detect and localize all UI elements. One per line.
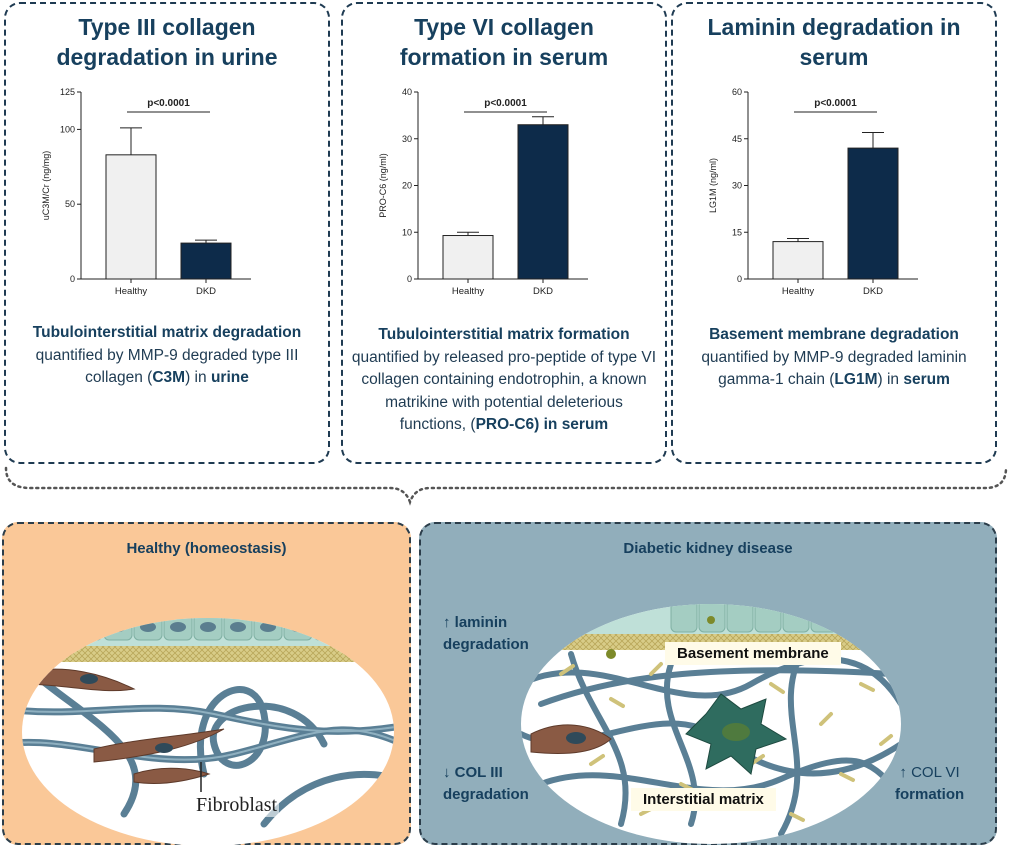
col6-formation-label: ↑ COL VI formation bbox=[895, 762, 964, 806]
y-tick-label: 45 bbox=[732, 134, 742, 144]
brace-connector bbox=[4, 466, 1008, 506]
desc-text: quantified by released pro-peptide of ty… bbox=[351, 348, 657, 434]
chart-description: Tubulointerstitial matrix formation quan… bbox=[351, 324, 657, 437]
healthy-illustration bbox=[22, 618, 394, 846]
desc-text: quantified by MMP-9 degraded laminin gam… bbox=[701, 348, 967, 389]
col3-line1: COL III bbox=[454, 764, 503, 781]
up-arrow-icon: ↑ bbox=[443, 614, 451, 631]
chart-card-c3m: Type III collagen degradation in urine 0… bbox=[4, 2, 330, 464]
laminin-degradation-label: ↑ laminin degradation bbox=[443, 612, 529, 656]
col3-degradation-label: ↓ COL III degradation bbox=[443, 762, 529, 806]
y-tick-label: 60 bbox=[732, 87, 742, 97]
col6-line1: COL VI bbox=[911, 764, 960, 781]
laminin-line2: degradation bbox=[443, 636, 529, 653]
desc-marker: PRO-C6) in serum bbox=[475, 416, 609, 433]
x-tick-label: DKD bbox=[863, 286, 883, 297]
desc-heading: Tubulointerstitial matrix degradation bbox=[32, 324, 302, 341]
chart-description: Tubulointerstitial matrix degradation qu… bbox=[14, 322, 320, 390]
bar-healthy bbox=[442, 235, 494, 280]
desc-sample: serum bbox=[903, 371, 950, 388]
chart-title: Type III collagen degradation in urine bbox=[6, 12, 328, 72]
y-tick-label: 40 bbox=[402, 87, 412, 97]
y-tick-label: 0 bbox=[70, 274, 75, 284]
down-arrow-icon: ↓ bbox=[443, 764, 451, 781]
bar-dkd bbox=[517, 124, 569, 280]
desc-text: quantified by MMP-9 degraded type III co… bbox=[35, 346, 299, 387]
y-tick-label: 15 bbox=[732, 227, 742, 237]
desc-text2: ) in bbox=[185, 369, 211, 386]
x-tick-label: Healthy bbox=[115, 286, 147, 297]
bar-healthy bbox=[105, 154, 157, 280]
chart-title-line2: formation in serum bbox=[399, 44, 609, 70]
y-tick-label: 30 bbox=[402, 134, 412, 144]
desc-text2: ) in bbox=[877, 371, 904, 388]
basement-membrane-label: Basement membrane bbox=[665, 642, 841, 665]
chart-title: Laminin degradation in serum bbox=[673, 12, 995, 72]
col3-line2: degradation bbox=[443, 786, 529, 803]
healthy-panel: Healthy (homeostasis) bbox=[2, 522, 411, 846]
chart-description: Basement membrane degradation quantified… bbox=[681, 324, 987, 392]
chart-c3m: 0 50 100 125 uC3M/Cr (ng/mg) Healthy DKD p<0.00… bbox=[41, 87, 251, 297]
x-tick-label: Healthy bbox=[782, 286, 814, 297]
bar-dkd bbox=[180, 242, 232, 280]
y-axis-label: uC3M/Cr (ng/mg) bbox=[41, 151, 51, 221]
chart-title: Type VI collagen formation in serum bbox=[343, 12, 665, 72]
desc-marker: LG1M bbox=[834, 371, 878, 388]
desc-heading: Basement membrane degradation bbox=[709, 326, 959, 343]
laminin-line1: laminin bbox=[454, 614, 508, 631]
desc-heading: Tubulointerstitial matrix formation bbox=[378, 326, 630, 343]
healthy-title: Healthy (homeostasis) bbox=[126, 540, 287, 557]
desc-sample: urine bbox=[210, 369, 249, 386]
desc-marker: C3M bbox=[152, 369, 186, 386]
x-tick-label: Healthy bbox=[452, 286, 484, 297]
dkd-panel: Diabetic kidney disease bbox=[419, 522, 997, 845]
x-tick-label: DKD bbox=[533, 286, 553, 297]
p-value-label: p<0.0001 bbox=[484, 98, 527, 109]
chart-title-line2: degradation in urine bbox=[56, 44, 278, 70]
bar-healthy bbox=[772, 241, 824, 280]
chart-title-line1: Type III collagen bbox=[78, 14, 256, 40]
y-tick-label: 100 bbox=[60, 124, 75, 134]
chart-title-line1: Type VI collagen bbox=[414, 14, 594, 40]
y-tick-label: 30 bbox=[732, 181, 742, 191]
y-tick-label: 125 bbox=[60, 87, 75, 97]
bar-dkd bbox=[847, 147, 899, 280]
x-tick-label: DKD bbox=[196, 286, 216, 297]
chart-card-proc6: Type VI collagen formation in serum 0 10 2… bbox=[341, 2, 667, 464]
chart-title-line2: serum bbox=[799, 44, 869, 70]
y-tick-label: 10 bbox=[402, 227, 412, 237]
p-value-label: p<0.0001 bbox=[147, 98, 190, 109]
chart-title-line1: Laminin degradation in bbox=[707, 14, 961, 40]
y-tick-label: 50 bbox=[65, 199, 75, 209]
col6-line2: formation bbox=[895, 786, 965, 803]
p-value-label: p<0.0001 bbox=[814, 98, 857, 109]
y-tick-label: 0 bbox=[407, 274, 412, 284]
y-axis-label: PRO-C6 (ng/ml) bbox=[378, 153, 388, 218]
fibroblast-label: Fibroblast bbox=[194, 794, 280, 817]
y-tick-label: 20 bbox=[402, 181, 412, 191]
up-arrow-icon: ↑ bbox=[899, 764, 907, 781]
y-tick-label: 0 bbox=[737, 274, 742, 284]
dkd-title: Diabetic kidney disease bbox=[623, 540, 793, 557]
interstitial-matrix-label: Interstitial matrix bbox=[631, 788, 776, 811]
y-axis-label: LG1M (ng/ml) bbox=[708, 158, 718, 213]
